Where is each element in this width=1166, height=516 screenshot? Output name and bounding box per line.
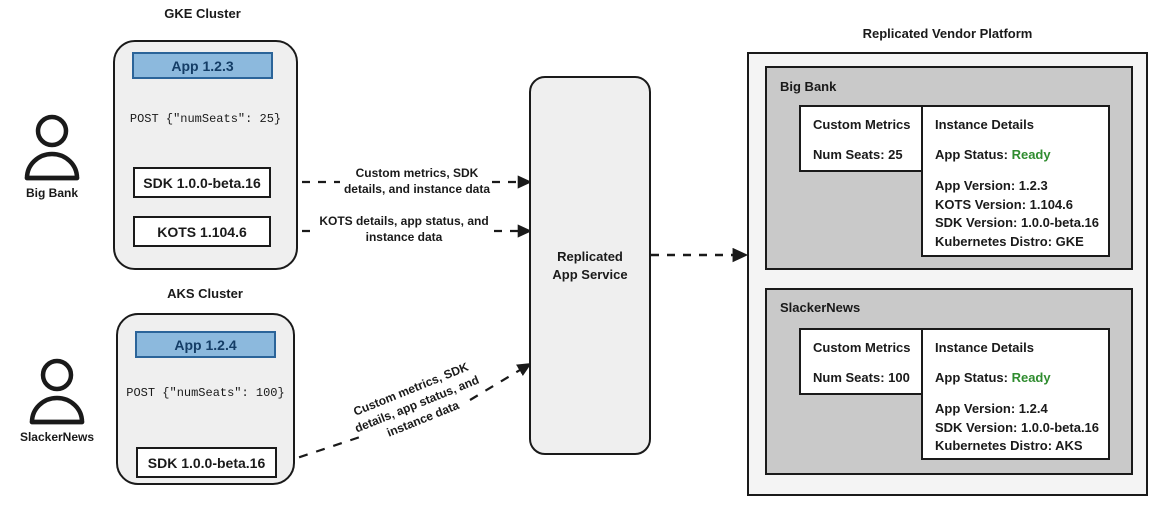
gke-kots-connector-label-line1: KOTS details, app status, and (319, 214, 489, 228)
gke-app-box[interactable]: App 1.2.3 (132, 52, 273, 79)
instance-detail-line: SDK Version: 1.0.0-beta.16 (935, 215, 1100, 231)
instance-detail-line: KOTS Version: 1.104.6 (935, 196, 1074, 212)
person-icon-big-bank (24, 114, 80, 181)
custom-metrics-num-seats-big-bank: Num Seats: 25 (813, 147, 903, 162)
actor-label-slackernews: SlackerNews (19, 430, 95, 444)
gke-post-text: POST {"numSeats": 25} (129, 112, 282, 126)
person-icon-slackernews (29, 358, 85, 425)
custom-metrics-card-slackernews: Custom Metrics Num Seats: 100 (799, 328, 932, 395)
instance-detail-line: Kubernetes Distro: AKS (935, 438, 1083, 454)
tenant-name-big-bank: Big Bank (780, 79, 837, 94)
gke-sdk-connector-label-line1: Custom metrics, SDK (355, 166, 479, 180)
gke-cluster-title: GKE Cluster (164, 6, 241, 21)
gke-kots-connector-label: KOTS details, app status, and instance d… (312, 214, 496, 245)
status-badge-big-bank: Ready (1011, 147, 1051, 162)
instance-detail-line: App Version: 1.2.4 (935, 401, 1048, 417)
instance-details-title-big-bank: Instance Details (935, 117, 1034, 132)
app-status-row-slackernews: App Status: Ready (935, 369, 1096, 387)
actor-label-big-bank: Big Bank (25, 186, 78, 200)
instance-detail-line: SDK Version: 1.0.0-beta.16 (935, 419, 1100, 435)
custom-metrics-num-seats-slackernews: Num Seats: 100 (813, 370, 910, 385)
aks-cluster-title: AKS Cluster (167, 286, 243, 301)
gke-sdk-box[interactable]: SDK 1.0.0-beta.16 (133, 167, 271, 198)
replicated-app-service[interactable]: Replicated App Service (529, 76, 651, 455)
instance-details-title-slackernews: Instance Details (935, 340, 1034, 355)
aks-app-box[interactable]: App 1.2.4 (135, 331, 276, 358)
vendor-platform-title: Replicated Vendor Platform (862, 26, 1033, 41)
gke-kots-box[interactable]: KOTS 1.104.6 (133, 216, 271, 247)
app-status-row-big-bank: App Status: Ready (935, 146, 1096, 164)
instance-detail-line: Kubernetes Distro: GKE (935, 233, 1084, 249)
instance-details-card-slackernews: Instance Details App Status: Ready App V… (921, 328, 1110, 460)
aks-sdk-connector-label: Custom metrics, SDK details, app status,… (332, 360, 502, 440)
instance-detail-line: App Version: 1.2.3 (935, 178, 1048, 194)
gke-sdk-connector-label-line2: details, and instance data (343, 181, 491, 196)
gke-sdk-connector-label: Custom metrics, SDK details, and instanc… (338, 166, 496, 197)
instance-details-card-big-bank: Instance Details App Status: Ready App V… (921, 105, 1110, 257)
custom-metrics-title-big-bank: Custom Metrics (813, 117, 911, 132)
replicated-app-service-line2: App Service (552, 266, 628, 282)
custom-metrics-card-big-bank: Custom Metrics Num Seats: 25 (799, 105, 932, 172)
tenant-name-slackernews: SlackerNews (780, 300, 861, 315)
replicated-app-service-line1: Replicated (557, 248, 623, 264)
gke-kots-connector-label-line2: instance data (365, 229, 443, 244)
aks-post-text: POST {"numSeats": 100} (126, 386, 285, 400)
aks-sdk-box[interactable]: SDK 1.0.0-beta.16 (136, 447, 277, 478)
status-badge-slackernews: Ready (1011, 370, 1051, 385)
app-status-label-slackernews: App Status: (935, 370, 1008, 385)
custom-metrics-title-slackernews: Custom Metrics (813, 340, 911, 355)
app-status-label-big-bank: App Status: (935, 147, 1008, 162)
